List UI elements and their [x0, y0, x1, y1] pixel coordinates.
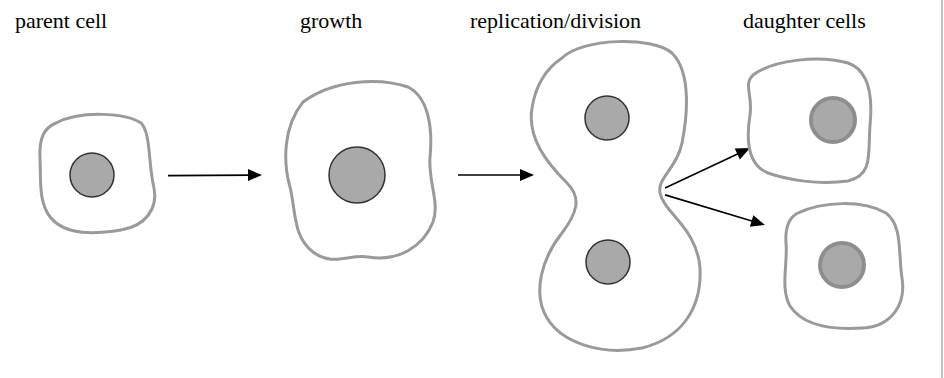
cell-nucleus — [329, 147, 385, 203]
arrow-line — [168, 174, 250, 176]
cell-membrane — [286, 82, 435, 260]
cell-nucleus — [811, 98, 855, 142]
cell-outline — [278, 72, 443, 272]
cell-outline — [738, 55, 878, 187]
stage-label: growth — [300, 8, 362, 34]
arrow-head — [735, 148, 750, 159]
stage-label: parent cell — [15, 8, 107, 34]
arrow-head — [750, 215, 765, 226]
stage-arrow — [168, 169, 262, 181]
arrow-head — [248, 169, 262, 181]
cell-nucleus — [585, 96, 629, 140]
cell-outline — [778, 198, 908, 333]
cell-membrane — [748, 59, 870, 182]
arrow-line — [458, 174, 522, 176]
cell-membrane — [40, 114, 155, 232]
cell-outline — [522, 38, 704, 353]
cell-stage: parent cell — [10, 8, 170, 248]
cell-stage: replication/division — [465, 8, 715, 358]
cell-stage: daughter cells — [733, 8, 937, 340]
cell-membrane — [531, 42, 700, 351]
cell-nucleus — [70, 153, 114, 197]
arrow-head — [520, 169, 534, 181]
stage-label: replication/division — [470, 8, 641, 34]
stage-label: daughter cells — [743, 8, 866, 34]
stage-arrow — [458, 169, 534, 181]
frame-line — [941, 0, 943, 378]
arrow-line — [665, 195, 753, 222]
cell-outline — [36, 108, 158, 238]
cell-membrane — [785, 204, 903, 329]
cell-nucleus — [586, 240, 630, 284]
cell-stage: growth — [265, 8, 455, 276]
cell-nucleus — [820, 243, 864, 287]
